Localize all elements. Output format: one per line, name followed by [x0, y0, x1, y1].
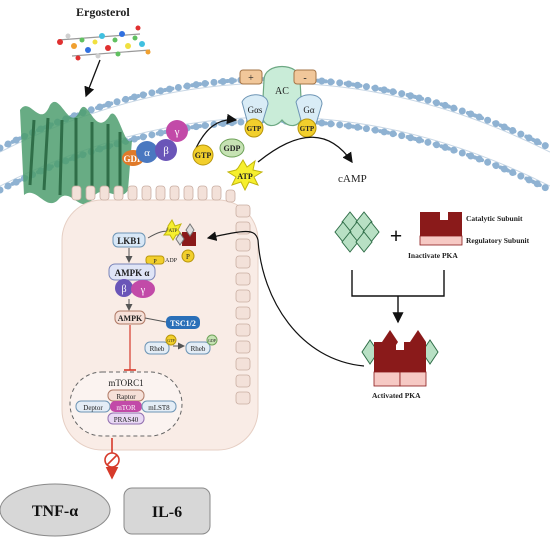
galpha-s: Gαs [248, 105, 263, 115]
atp-to-camp: ATP cAMP [226, 136, 367, 192]
alpha-subunit: α [144, 147, 150, 159]
pka-to-cell-arrow [206, 230, 365, 367]
pka-plus: + [390, 223, 403, 248]
adp-small: ADP [165, 258, 178, 264]
cytokine-inhibition [104, 438, 120, 480]
gpcr-receptor [20, 101, 132, 205]
ergosterol-molecule: Ergosterol [57, 5, 151, 98]
gtp-on-galpha-i: GTP [300, 125, 315, 133]
lkb1-label: LKB1 [117, 236, 141, 246]
phosphate-1: P [186, 253, 190, 261]
gtp-free: GTP [195, 151, 212, 160]
gtp-small: GTP [167, 338, 175, 343]
mtor-label: mTOR [116, 404, 136, 412]
tsc-label: TSC1/2 [170, 319, 196, 328]
adenylyl-cyclase: AC + - Gαs Gα GTP GTP [239, 66, 323, 138]
activated-pka-icon [361, 330, 439, 387]
ampk-label: AMPK [118, 314, 143, 323]
gamma-subunit: γ [174, 126, 180, 138]
cell-pka-icon [175, 223, 196, 246]
catalytic-label: Catalytic Subunit [466, 214, 523, 223]
regulatory-label: Regulatory Subunit [466, 236, 530, 245]
ac-plus: + [248, 73, 254, 84]
ac-minus: - [303, 73, 306, 84]
inactive-pka-label: Inactivate PKA [408, 251, 458, 260]
ampk-cascade: LKB1 ATP ADP P P AMPK α β γ AMPK TSC1/2 … [108, 219, 218, 371]
tnf-alpha-label: TNF-α [32, 503, 78, 520]
pras40-label: PRAS40 [114, 416, 139, 424]
mlst8-label: mLST8 [148, 404, 170, 412]
deptor-label: Deptor [83, 404, 103, 412]
phosphate-2: P [153, 259, 157, 265]
gtp-on-galpha-s: GTP [247, 125, 262, 133]
molecule-atoms-icon [57, 25, 151, 61]
ampk-beta: β [121, 284, 126, 295]
ergosterol-arrow [84, 59, 101, 98]
gdp-on-alpha: GDP [124, 154, 144, 164]
atp-star: ATP [237, 172, 253, 181]
tnf-alpha-ellipse [0, 483, 111, 537]
gtp-exchange: GTP GDP [192, 113, 245, 166]
ergosterol-label: Ergosterol [76, 5, 130, 19]
raptor-label: Raptor [116, 393, 136, 401]
microvilli [71, 185, 251, 405]
gdp-free: GDP [224, 144, 241, 153]
il6-label: IL-6 [152, 504, 182, 521]
activated-pka-label: Activated PKA [372, 391, 421, 400]
rheb-gtp-label: Rheb [150, 345, 165, 353]
catalytic-subunits-icon [334, 211, 380, 253]
beta-subunit: β [163, 145, 169, 157]
rheb-gdp-label: Rheb [191, 345, 206, 353]
mtorc1-complex: mTORC1 Raptor Deptor mTOR mLST8 PRAS40 [69, 371, 183, 437]
gdp-small: GDP [208, 338, 217, 343]
il6-box [123, 487, 211, 535]
ac-label: AC [275, 86, 289, 97]
atp-small: ATP [169, 229, 178, 234]
camp-label: cAMP [338, 173, 367, 185]
ampk-gamma: γ [140, 285, 146, 296]
galpha-i: Gα [303, 105, 314, 115]
ampk-alpha-label: AMPK α [115, 268, 150, 278]
regulatory-subunit-icon [419, 212, 463, 246]
g-protein-trimer: GDP α β γ [122, 120, 188, 166]
mtorc1-label: mTORC1 [108, 378, 143, 388]
cytokine-outputs: TNF-α IL-6 [0, 483, 211, 537]
pka-panel: + Catalytic Subunit Regulatory Subunit I… [206, 211, 530, 400]
